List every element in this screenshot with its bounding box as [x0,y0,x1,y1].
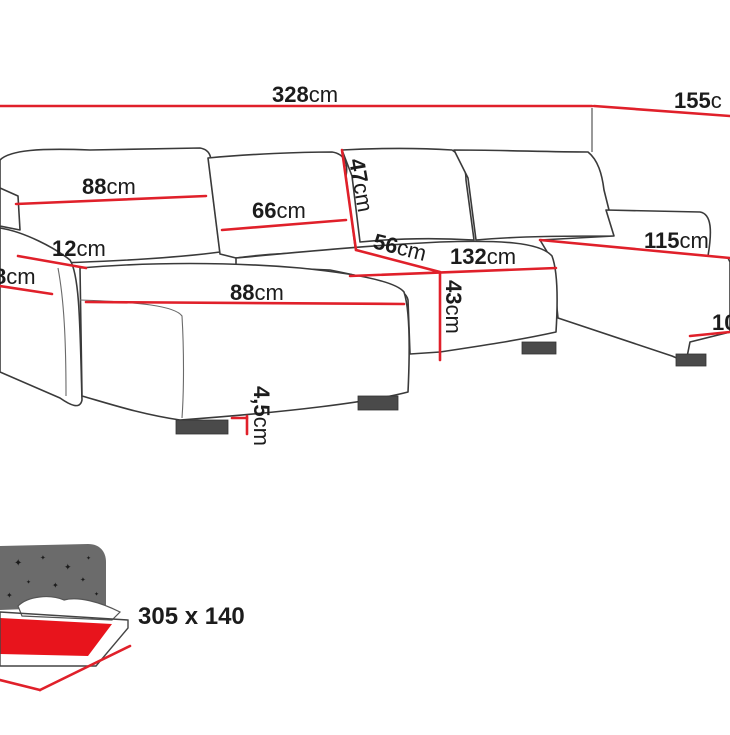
dim-line-chaise-left [84,300,406,306]
mattress-red [0,618,112,656]
star-icon: ✦ [40,554,46,562]
value-arm-width: 12 [52,236,76,261]
label-seat-width: 132cm [450,244,516,269]
value-cushion-left: 88 [82,174,106,199]
unit-back-height: cm [348,181,378,214]
storage-panel [0,544,106,610]
unit-arm-left: cm [6,264,35,289]
leg-left-back [357,395,399,411]
dimension-lines [0,104,730,436]
dim-line-chaise-right [538,238,730,260]
unit-total-width: cm [309,82,338,107]
bed-dimension-arrow [38,644,132,692]
unit-cushion-left: cm [106,174,135,199]
label-right-partial: 10 [712,310,730,335]
leg-middle [521,341,557,355]
value-seat-height: 43 [441,280,466,304]
label-arm-width: 12cm [52,236,106,261]
bed-frame [0,611,129,667]
unit-cushion-mid: cm [276,198,305,223]
unit-depth-right: c [711,88,722,113]
label-chaise-left: 88cm [230,280,284,305]
sofa-bed-function-icon: ✦ ✦ ✦ ✦ ✦ ✦ ✦ ✦ ✦ [0,544,132,692]
label-cushion-mid: 66cm [252,198,306,223]
bed-dimension-arrow-side [0,678,42,692]
value-arm-left: 8 [0,264,6,289]
unit-chaise-left: cm [254,280,283,305]
dim-line-arm-width [16,254,88,270]
star-icon: ✦ [64,562,72,572]
back-cushion-right-b [453,149,615,241]
star-icon: ✦ [80,576,86,584]
leg-left-front [175,419,229,435]
dim-line-right-partial [688,330,730,338]
value-depth-right: 155 [674,88,711,113]
arm-left [0,227,83,407]
label-chaise-right: 115cm [644,228,709,253]
stars-decoration: ✦ ✦ ✦ ✦ ✦ ✦ ✦ ✦ ✦ [6,554,99,600]
dim-line-depth-right [592,104,730,118]
label-seat-height: 43cm [441,280,466,334]
arm-left-seam [57,267,67,397]
value-right-partial: 10 [712,310,730,335]
arm-left-side [0,187,21,231]
label-cushion-left: 88cm [82,174,136,199]
value-back-height: 47 [344,157,373,185]
dim-line-seat-depth [354,248,442,274]
dim-line-seat-width [348,266,558,278]
star-icon: ✦ [86,555,91,562]
star-icon: ✦ [14,558,22,569]
dim-line-arm-left [0,284,54,296]
dimension-labels: 328cm 155c 88cm 66cm 47cm 56cm 132cm 115… [0,82,730,446]
unit-seat-width: cm [487,244,516,269]
value-seat-depth: 56 [371,229,401,259]
value-leg-height: 4,5 [249,386,274,417]
label-depth-right: 155c [674,88,722,113]
unit-leg-height: cm [249,417,274,446]
value-chaise-right: 115 [644,228,680,253]
unit-chaise-right: cm [680,228,709,253]
dim-line-back-height [340,148,358,252]
star-icon: ✦ [6,591,13,600]
label-back-height: 47cm [344,157,378,214]
leg-right-chaise [675,353,707,367]
value-seat-width: 132 [450,244,487,269]
star-icon: ✦ [94,591,99,598]
dim-line-cushion-mid [220,218,348,232]
label-total-width: 328cm [272,82,338,107]
label-leg-height: 4,5cm [249,386,274,446]
value-chaise-left: 88 [230,280,254,305]
star-icon: ✦ [52,581,59,590]
value-cushion-mid: 66 [252,198,276,223]
star-icon: ✦ [26,579,31,586]
sleep-area-label: 305 x 140 [138,603,245,630]
label-arm-left: 8cm [0,264,36,289]
dim-line-cushion-left [14,194,208,206]
value-total-width: 328 [272,82,309,107]
unit-arm-width: cm [76,236,105,261]
unit-seat-height: cm [441,304,466,333]
